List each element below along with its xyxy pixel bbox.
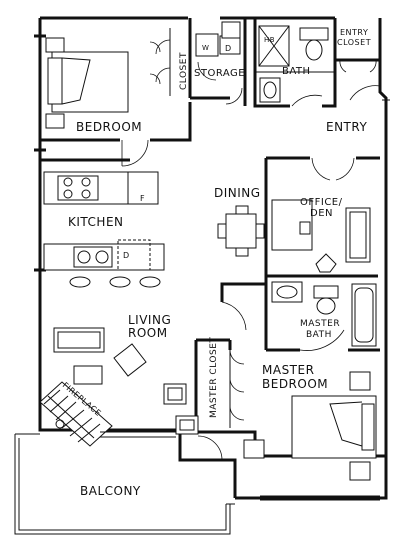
- room-label-bedroom: BEDROOM: [76, 120, 142, 134]
- fridge-label: F: [140, 194, 145, 203]
- master-bedroom-door: [197, 435, 223, 461]
- bedroom-closet-doors: [149, 28, 171, 96]
- storage-fixtures: [195, 21, 243, 105]
- room-label-closet: CLOSET: [179, 52, 189, 90]
- room-label-dining: DINING: [214, 186, 261, 200]
- balcony: [14, 433, 235, 535]
- room-label-entry-closet-1: ENTRY: [340, 28, 368, 37]
- dining-table: [217, 205, 265, 257]
- master-sliding-door: [260, 495, 380, 501]
- office-furniture: [271, 157, 371, 273]
- dishwasher-label: D: [123, 251, 130, 260]
- room-label-office-2: DEN: [310, 208, 333, 219]
- room-label-entry: ENTRY: [326, 120, 367, 134]
- master-bed: [243, 371, 377, 481]
- living-sliding-door: [100, 415, 199, 438]
- room-label-master-bath-2: BATH: [306, 330, 332, 340]
- master-bath-fixtures: [271, 281, 377, 351]
- room-label-living-2: ROOM: [128, 326, 168, 340]
- room-label-master-bath-1: MASTER: [300, 319, 340, 329]
- outer-walls: [34, 16, 390, 500]
- room-label-kitchen: KITCHEN: [68, 215, 124, 229]
- room-label-living-1: LIVING: [128, 313, 171, 327]
- bedroom-door: [121, 139, 149, 167]
- room-label-bath: BATH: [282, 66, 311, 77]
- living-furniture: [53, 301, 247, 405]
- room-label-master-bedroom-1: MASTER: [262, 363, 314, 377]
- room-label-master-closet: MASTER CLOSET: [209, 337, 219, 418]
- room-label-master-bedroom-2: BEDROOM: [262, 377, 328, 391]
- room-label-entry-closet-2: CLOSET: [337, 38, 371, 47]
- fireplace: [39, 381, 113, 447]
- room-label-balcony: BALCONY: [80, 484, 141, 498]
- kitchen-island: [43, 239, 165, 288]
- bedroom-bed: [45, 37, 129, 129]
- room-label-office-1: OFFICE/: [300, 197, 343, 208]
- dryer-label: D: [225, 44, 232, 53]
- water-heater-label: HB: [264, 36, 275, 44]
- bath-fixtures: [258, 25, 329, 107]
- room-label-storage: STORAGE: [194, 68, 245, 79]
- kitchen-counter: [43, 171, 159, 205]
- entry-door: [349, 85, 381, 101]
- washer-label: W: [202, 44, 209, 52]
- entry-closet-doors: [339, 59, 377, 73]
- master-closet-doors: [229, 346, 245, 428]
